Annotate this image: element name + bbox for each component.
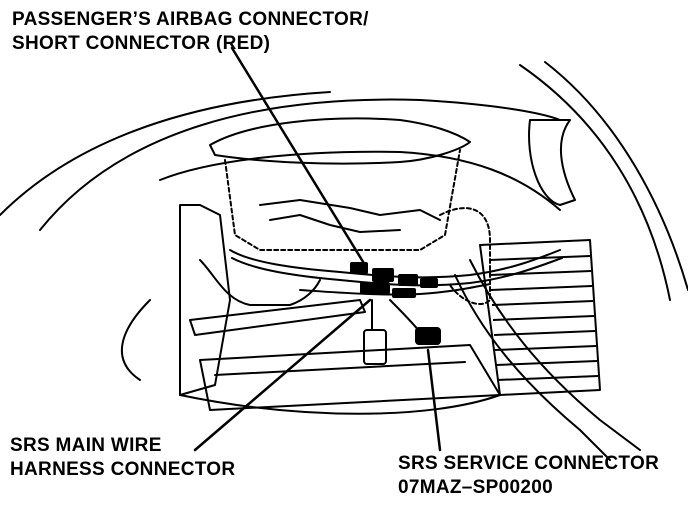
door-edge xyxy=(454,274,611,461)
vent-panel xyxy=(479,239,601,396)
leader-top xyxy=(230,46,367,267)
leader-right xyxy=(426,348,442,452)
tag xyxy=(363,329,387,365)
passenger-airbag-label-line1: PASSENGER’S AIRBAG CONNECTOR/ xyxy=(12,9,369,30)
airbag-module xyxy=(224,149,461,251)
srs-service-connector-label: SRS SERVICE CONNECTOR 07MAZ–SP00200 xyxy=(398,452,659,500)
airbag-bracket-2 xyxy=(269,214,401,233)
wire-harness xyxy=(229,249,561,279)
srs-main-wire-label-line1: SRS MAIN WIRE xyxy=(10,435,162,456)
left-bracket xyxy=(199,259,321,306)
a-pillar xyxy=(519,64,671,301)
floor-line xyxy=(179,394,501,415)
wire-harness-3 xyxy=(299,283,491,296)
lower-dash-inner xyxy=(214,361,466,376)
airbag-lid xyxy=(209,117,471,165)
airbag-bracket xyxy=(259,199,441,221)
srs-main-wire-label-line2: HARNESS CONNECTOR xyxy=(10,459,236,480)
side-trim xyxy=(528,119,576,206)
srs-service-label-line2: 07MAZ–SP00200 xyxy=(398,477,553,498)
service-connector xyxy=(415,327,441,345)
passenger-airbag-connector-label: PASSENGER’S AIRBAG CONNECTOR/ SHORT CONN… xyxy=(12,8,369,56)
srs-service-label-line1: SRS SERVICE CONNECTOR xyxy=(398,453,660,474)
wire-harness-2 xyxy=(231,257,563,287)
cross-bar xyxy=(189,299,366,336)
leader-left xyxy=(193,298,372,452)
windshield-inner xyxy=(0,91,331,216)
passenger-airbag-label-line2: SHORT CONNECTOR (RED) xyxy=(12,33,271,54)
lower-dash xyxy=(199,344,501,411)
srs-main-wire-harness-label: SRS MAIN WIRE HARNESS CONNECTOR xyxy=(10,434,235,482)
connector-cluster xyxy=(350,262,438,298)
left-cavity xyxy=(179,204,231,396)
service-wire xyxy=(389,299,421,333)
a-pillar-inner xyxy=(544,61,688,291)
hinge-curve xyxy=(121,299,151,381)
vent-louvers xyxy=(489,255,599,381)
dashboard-upper xyxy=(159,150,561,211)
windshield-outline xyxy=(39,98,561,231)
right-panel-dashed xyxy=(439,207,491,305)
